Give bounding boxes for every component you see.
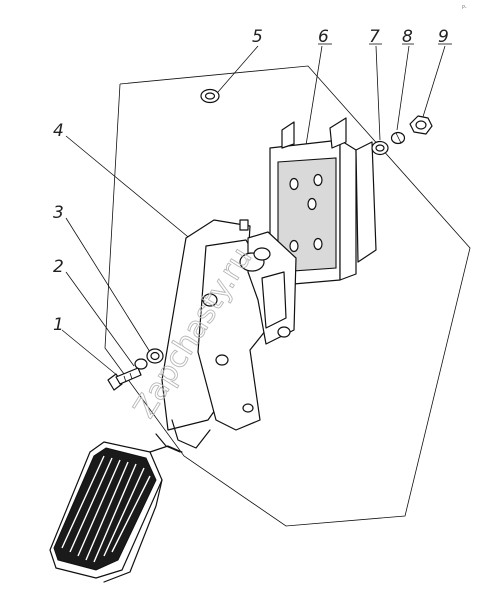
leader-2 <box>65 271 135 367</box>
callout-label-9: 9 <box>438 27 449 47</box>
part-1-bolt <box>107 367 142 391</box>
leader-4 <box>65 135 211 256</box>
callout-label-1: 1 <box>53 315 64 335</box>
assembly-outline <box>104 65 471 527</box>
leader-8 <box>396 45 410 131</box>
part-8-spring-washer <box>390 131 406 145</box>
callout-label-8: 8 <box>402 27 413 47</box>
callout-label-2: 2 <box>53 257 64 277</box>
leader-7 <box>375 45 381 141</box>
corner-mark: P- <box>462 5 467 11</box>
callout-label-7: 7 <box>369 27 380 47</box>
part-4-pedal-module <box>155 219 297 453</box>
callout-label-4: 4 <box>53 121 64 141</box>
leader-9 <box>421 45 446 121</box>
part-7-washer <box>371 140 389 156</box>
pedal-pad <box>49 441 183 583</box>
part-3-washer <box>146 348 164 364</box>
callout-label-3: 3 <box>53 203 64 223</box>
callout-label-6: 6 <box>318 27 329 47</box>
callout-labels: 1 2 3 4 5 6 7 8 9 <box>53 27 449 335</box>
callout-label-5: 5 <box>252 27 263 47</box>
leader-3 <box>65 217 151 353</box>
leader-5 <box>217 45 259 93</box>
part-9-nut <box>409 115 433 135</box>
part-2-spring-washer <box>134 358 148 370</box>
part-5-washer <box>200 88 220 104</box>
leader-1 <box>61 329 119 377</box>
leader-lines <box>61 43 452 377</box>
